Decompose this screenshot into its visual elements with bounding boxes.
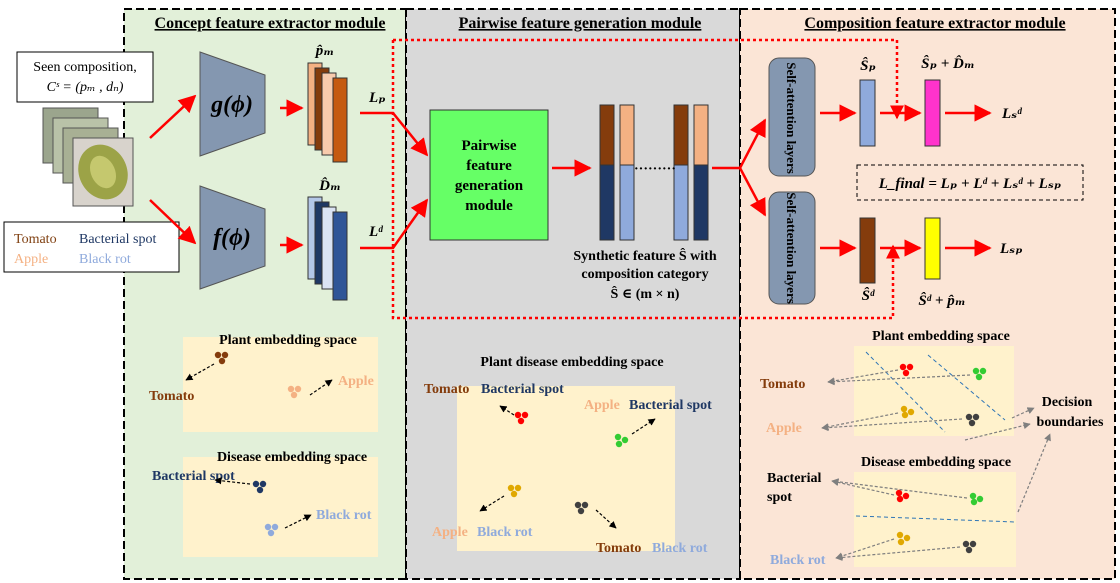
pairwise-generation-box: [429, 109, 549, 241]
sd-hat-label: Ŝᵈ: [862, 287, 875, 304]
plant-embedding-space-left: [183, 337, 378, 432]
left-tomato-label: Tomato: [149, 389, 194, 404]
mid-apple-rot-blackrot: Black rot: [477, 525, 533, 540]
synthetic-feature-bars: [599, 104, 709, 241]
composition-module-title: Composition feature extractor module: [804, 15, 1065, 32]
g-extractor-block: [199, 51, 266, 157]
synthetic-caption-line2: composition category: [581, 267, 708, 282]
mid-tomato-bact-tomato: Tomato: [424, 382, 469, 397]
final-loss-box: [856, 164, 1084, 201]
legend-apple: Apple: [14, 252, 48, 267]
mid-tomato-rot-blackrot: Black rot: [652, 541, 708, 556]
sd-plus-pm-label: Ŝᵈ + p̂ₘ: [918, 292, 965, 309]
legend-bacterial-spot: Bacterial spot: [79, 232, 156, 247]
plant-disease-embedding-space: [457, 386, 675, 551]
sp-plus-dm-label: Ŝₚ + D̂ₘ: [921, 54, 975, 72]
synthetic-caption-line3: Ŝ ∈ (m × n): [611, 285, 680, 302]
leaf-images-stack: [42, 107, 134, 207]
pm-hat-label: p̂ₘ: [314, 43, 334, 59]
mid-apple-bact-bacterial: Bacterial spot: [629, 398, 712, 413]
concept-module-title: Concept feature extractor module: [155, 15, 386, 32]
l-sp-label: Lₛₚ: [999, 241, 1023, 257]
right-bacterial-line1: Bacterial: [767, 471, 822, 486]
pairwise-box-line1: Pairwise: [462, 138, 517, 154]
ld-loss-label: Lᵈ: [368, 224, 383, 240]
dm-hat-label: D̂ₘ: [318, 176, 341, 194]
mid-apple-rot-apple: Apple: [432, 525, 468, 540]
mid-tomato-bact-bacterial: Bacterial spot: [481, 382, 564, 397]
plant-feature-stack: [307, 62, 348, 163]
disease-embedding-title-right: Disease embedding space: [861, 455, 1011, 470]
plant-embedding-title-right: Plant embedding space: [872, 329, 1010, 344]
lp-loss-label: Lₚ: [368, 90, 386, 106]
sd-plus-pm-bar: [924, 217, 941, 280]
decision-boundaries-line1: Decision: [1042, 395, 1093, 410]
self-attention-top-label: Self-attention layers: [784, 62, 799, 174]
disease-embedding-space-right: [854, 472, 1016, 567]
plant-disease-embedding-title: Plant disease embedding space: [480, 355, 663, 370]
final-loss-formula: L_final = Lₚ + Lᵈ + Lₛᵈ + Lₛₚ: [878, 176, 1062, 192]
feature-flow-dotted-region: [391, 38, 899, 320]
decision-boundaries-line2: boundaries: [1037, 415, 1104, 430]
plant-embedding-space-right: [854, 346, 1014, 436]
sd-hat-bar: [859, 217, 876, 284]
sp-hat-bar: [859, 79, 876, 147]
pairwise-box-line3: generation: [455, 178, 524, 194]
f-extractor-block: [199, 185, 266, 290]
mid-apple-bact-apple: Apple: [584, 398, 620, 413]
seen-composition-line1: Seen composition,: [33, 60, 136, 75]
right-bacterial-line2: spot: [767, 490, 792, 505]
pairwise-box-line2: feature: [466, 158, 512, 174]
seen-composition-line2: Cˢ = (pₘ , dₙ): [47, 80, 124, 95]
legend-black-rot: Black rot: [79, 252, 131, 267]
l-sd-label: Lₛᵈ: [1001, 106, 1022, 122]
left-bacterial-label: Bacterial spot: [152, 469, 235, 484]
synthetic-caption-line1: Synthetic feature Ŝ with: [573, 247, 716, 264]
legend-tomato: Tomato: [14, 232, 57, 247]
plant-embedding-title-left: Plant embedding space: [219, 333, 357, 348]
g-extractor-label: g(ϕ): [210, 92, 253, 118]
f-extractor-label: f(ϕ): [213, 225, 251, 251]
pairwise-box-line4: module: [465, 198, 513, 214]
left-apple-label: Apple: [338, 374, 374, 389]
sp-hat-label: Ŝₚ: [860, 57, 876, 74]
legend-box: [3, 221, 180, 273]
seen-composition-box: [16, 51, 154, 103]
self-attention-bottom-label: Self-attention layers: [784, 192, 799, 304]
right-blackrot-label: Black rot: [770, 553, 826, 568]
right-tomato-label: Tomato: [760, 377, 805, 392]
disease-embedding-space-left: [183, 457, 378, 557]
synthetic-ellipsis: ·········: [634, 162, 676, 177]
disease-embedding-title-left: Disease embedding space: [217, 450, 367, 465]
self-attention-bottom: [768, 191, 816, 305]
right-apple-label: Apple: [766, 421, 802, 436]
self-attention-top: [768, 57, 816, 177]
sp-plus-dm-bar: [924, 79, 941, 147]
left-blackrot-label: Black rot: [316, 508, 372, 523]
disease-feature-stack: [307, 196, 348, 301]
mid-tomato-rot-tomato: Tomato: [596, 541, 641, 556]
pairwise-module-title: Pairwise feature generation module: [459, 15, 702, 32]
